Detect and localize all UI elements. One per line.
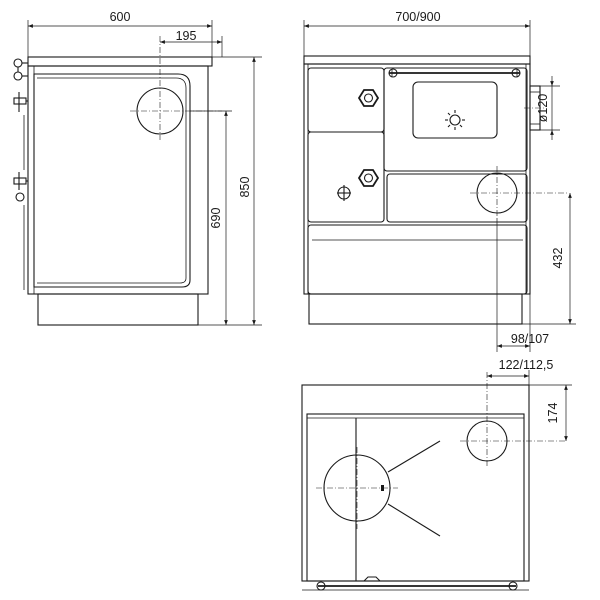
dim-flue-height: 432 [522,193,576,325]
front-ash-knob [357,169,380,187]
top-hob-spoke-upper [387,440,441,473]
front-firebox-door [307,67,385,133]
top-cooktop [306,413,525,582]
side-panel [33,73,191,288]
front-oven-handle [388,68,521,78]
dim-flue-diameter-label: ø120 [536,94,550,123]
top-hob-notch [381,485,384,491]
dim-side-total-height-label: 850 [238,177,252,198]
side-top-plate [27,56,213,67]
dim-front-width: 700/900 [303,10,531,56]
dim-front-width-label: 700/900 [395,10,440,24]
dim-side-body-height: 690 [190,110,232,326]
side-door-handle-bottom [13,172,28,202]
front-air-regulator-icon [337,185,351,201]
dim-side-width: 600 [27,10,213,57]
top-hob-spoke-lower [387,503,441,537]
side-knob-top [13,58,28,81]
dim-side-total-height: 850 [212,56,262,326]
front-oven-window [412,81,498,139]
front-side-flue-pipe [524,85,546,131]
front-oven-door [383,67,528,172]
dim-side-hotplate: 195 [160,29,223,57]
front-lower-right-panel [386,173,528,223]
dim-top-flue-depth: 174 [529,384,572,441]
side-door-handle-top [13,92,28,112]
dim-top-flue-depth-label: 174 [546,403,560,424]
dim-flue-diameter: ø120 [536,76,560,140]
dim-side-width-label: 600 [110,10,131,24]
front-top-plate [303,55,531,65]
front-view [303,55,568,325]
dim-side-body-height-label: 690 [209,208,223,229]
dim-top-flue-offset: 122/112,5 [487,358,553,385]
side-view [13,36,222,326]
side-body [27,65,209,295]
front-ash-door [307,131,385,223]
dim-flue-side-offset: 98/107 [496,218,549,352]
dim-side-hotplate-label: 195 [176,29,197,43]
front-plinth [308,293,523,325]
dim-flue-height-label: 432 [551,248,565,269]
thermometer-icon [445,110,465,130]
dim-top-flue-offset-label: 122/112,5 [499,358,554,372]
top-view [301,372,566,591]
front-firebox-knob [357,89,380,107]
side-panel-inner-line [37,77,187,284]
front-body [303,63,531,295]
dim-flue-side-offset-label: 98/107 [511,332,549,346]
side-plinth [37,293,199,326]
front-drawer [307,224,528,295]
top-handle-rail [302,576,529,591]
